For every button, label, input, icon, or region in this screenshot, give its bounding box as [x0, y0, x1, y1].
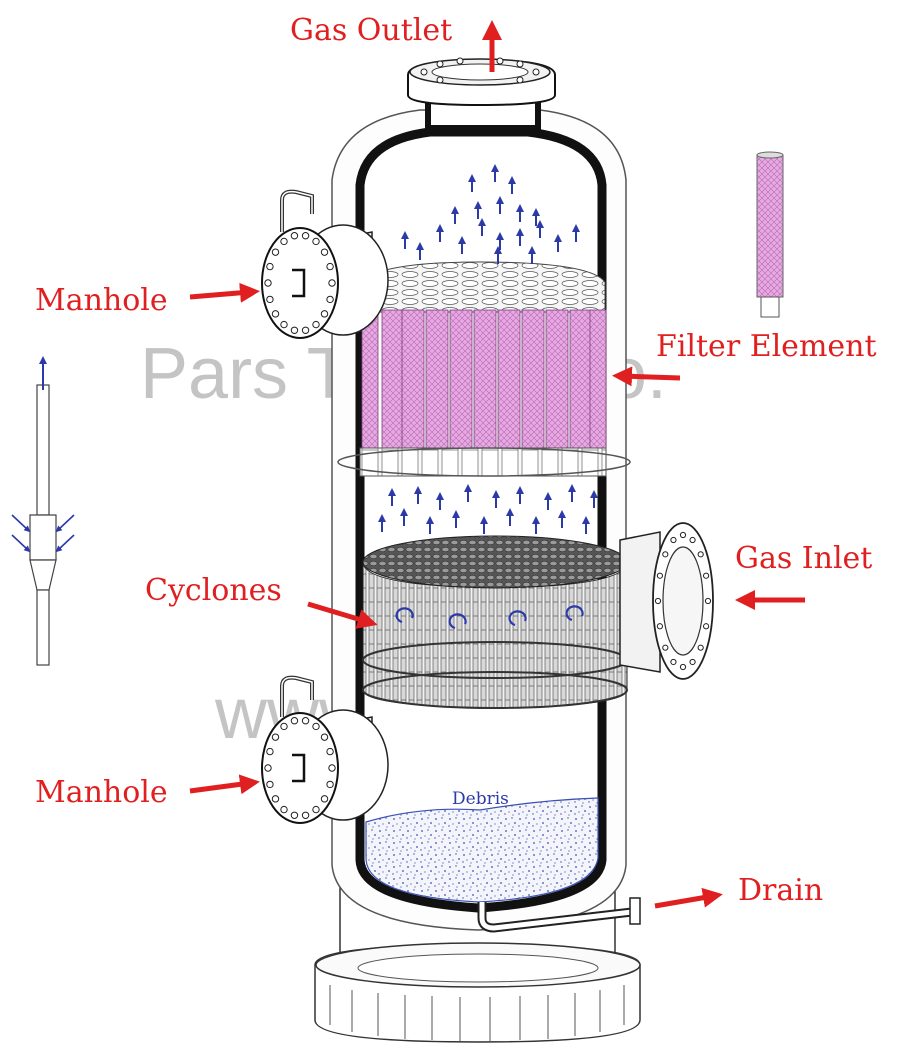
manhole-top-arrow	[189, 282, 260, 303]
filter-cartridge	[361, 309, 379, 451]
manhole-bolt	[290, 811, 299, 819]
manhole-bolt	[280, 320, 288, 329]
manhole-bolt	[271, 733, 280, 741]
filter-cartridge	[401, 309, 425, 451]
manhole-bolt	[326, 780, 334, 789]
manhole-bolt	[290, 232, 299, 240]
gas-inlet-label: Gas Inlet	[735, 541, 872, 576]
manhole-bolt	[301, 717, 310, 725]
inlet-bolt	[670, 536, 677, 544]
manhole-bolt	[280, 805, 288, 814]
callout-arrows	[189, 20, 805, 909]
inlet-bolt	[679, 663, 687, 671]
inlet-bolt	[689, 536, 696, 544]
manhole-bolt	[271, 310, 280, 318]
inlet-bolt	[697, 551, 704, 558]
inlet-bolt	[662, 551, 669, 558]
filter-element-label: Filter Element	[656, 329, 877, 364]
inlet-bolt	[704, 597, 712, 605]
gas-flow-arrows-middle	[378, 484, 598, 534]
manhole-bottom-label: Manhole	[35, 775, 168, 810]
manhole-bolt	[320, 248, 329, 256]
manhole-bottom	[261, 675, 389, 824]
manhole-bolt	[301, 326, 310, 334]
manhole-bolt	[280, 722, 288, 731]
filter-element-icon	[756, 151, 784, 318]
filter-cartridge	[569, 309, 593, 451]
gas-outlet-nozzle	[407, 57, 556, 131]
manhole-bolt	[264, 764, 272, 772]
filter-cartridge	[425, 309, 449, 451]
inlet-bolt	[679, 531, 687, 539]
filter-cartridge	[497, 309, 521, 451]
filter-cartridge	[381, 309, 405, 451]
debris-bed	[365, 797, 599, 903]
filter-cartridge	[589, 309, 607, 451]
manhole-bolt	[271, 795, 280, 803]
manhole-bolt	[326, 295, 334, 304]
manhole-bolt	[312, 722, 320, 731]
gas-outlet-label: Gas Outlet	[290, 13, 452, 48]
manhole-bolt	[266, 295, 274, 304]
manhole-bolt	[312, 805, 320, 814]
manhole-bolt	[326, 747, 334, 756]
inlet-bolt	[656, 572, 664, 579]
cyclones-arrow	[307, 601, 378, 629]
manhole-bolt	[301, 232, 310, 240]
manhole-bolt	[290, 326, 299, 334]
drain-pipe	[477, 897, 641, 933]
gas-inlet-nozzle	[619, 522, 714, 680]
manhole-bolt	[320, 310, 329, 318]
filter-cartridge	[521, 309, 545, 451]
manhole-bolt	[328, 764, 336, 772]
manhole-bolt	[266, 262, 274, 271]
manhole-bolt	[320, 733, 329, 741]
gas-flow-arrows-upper	[401, 164, 580, 264]
manhole-top-label: Manhole	[35, 283, 168, 318]
manhole-bolt	[328, 279, 336, 287]
debris-label: Debris	[452, 789, 509, 809]
manhole-bolt	[264, 279, 272, 287]
cyclones-label: Cyclones	[145, 573, 282, 608]
filter-cartridge	[473, 309, 497, 451]
manhole-bolt	[266, 780, 274, 789]
filter-cartridge	[449, 309, 473, 451]
inlet-bolt	[662, 644, 669, 651]
inlet-bolt	[702, 572, 710, 579]
cyclone-icon	[11, 356, 75, 666]
filter-element-arrow	[612, 366, 681, 387]
manhole-bolt	[280, 237, 288, 246]
inlet-bolt	[670, 658, 677, 666]
inlet-bolt	[654, 597, 662, 605]
drain-arrow	[654, 887, 723, 909]
drain-label: Drain	[738, 873, 823, 908]
manhole-bolt	[320, 795, 329, 803]
inlet-bolt	[656, 623, 664, 630]
inlet-bolt	[702, 623, 710, 630]
manhole-top	[261, 189, 389, 339]
inlet-bolt	[697, 644, 704, 651]
manhole-bolt	[326, 262, 334, 271]
manhole-bolt	[301, 811, 310, 819]
inlet-bolt	[689, 658, 696, 666]
manhole-bolt	[312, 237, 320, 246]
manhole-bolt	[266, 747, 274, 756]
filter-bundle	[337, 261, 631, 477]
manhole-bolt	[312, 320, 320, 329]
manhole-bolt	[290, 717, 299, 725]
manhole-bottom-arrow	[189, 774, 260, 795]
manhole-bolt	[271, 248, 280, 256]
filter-cartridge	[545, 309, 569, 451]
cyclone-bundle	[362, 535, 628, 709]
